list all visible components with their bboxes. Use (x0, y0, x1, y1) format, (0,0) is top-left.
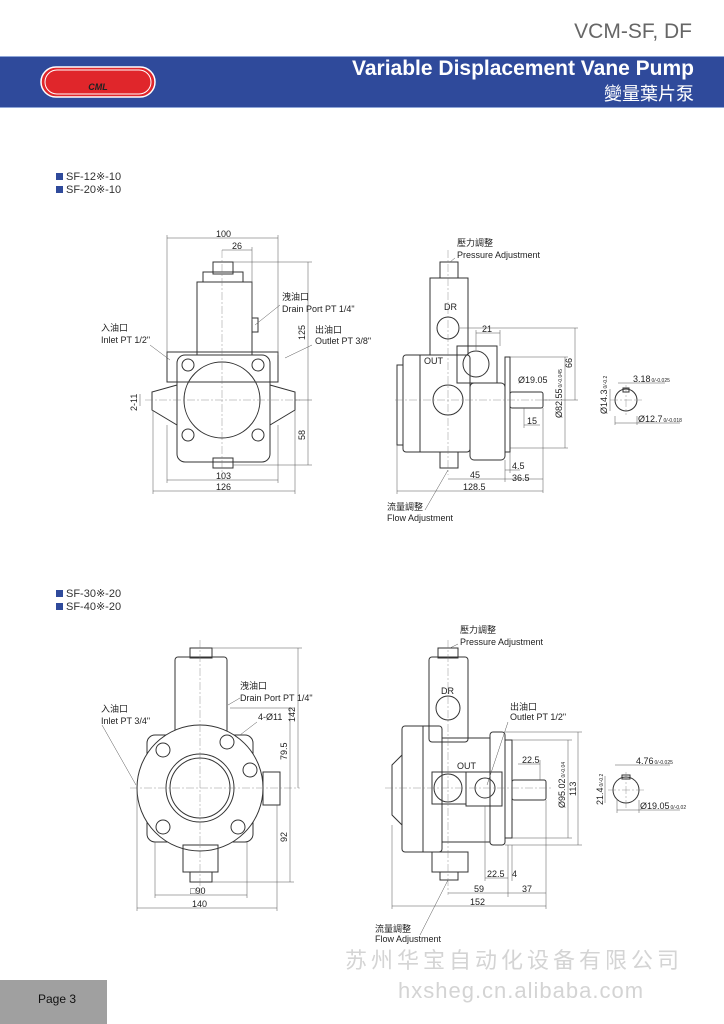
page-footer: Page 3 (0, 980, 107, 1024)
model-item: SF-30※-20 (56, 588, 121, 601)
svg-text:Outlet PT 1/2": Outlet PT 1/2" (510, 712, 566, 722)
svg-text:Flow Adjustment: Flow Adjustment (375, 934, 442, 944)
svg-text:58: 58 (297, 430, 307, 440)
model-item: SF-20※-10 (56, 184, 121, 197)
svg-text:4.760/-0.025: 4.760/-0.025 (636, 756, 673, 766)
svg-text:4-Ø11: 4-Ø11 (258, 712, 282, 722)
header-band: CML Variable Displacement Vane Pump 變量葉片… (0, 56, 724, 108)
svg-text:壓力調整: 壓力調整 (457, 237, 493, 248)
svg-text:出油口: 出油口 (315, 324, 342, 335)
model-name: VCM-SF, DF (574, 20, 692, 43)
cml-logo: CML (40, 66, 156, 98)
svg-text:22.5: 22.5 (522, 755, 540, 765)
svg-text:CML: CML (88, 82, 108, 92)
svg-text:OUT: OUT (457, 761, 477, 771)
svg-text:洩油口: 洩油口 (282, 291, 309, 302)
svg-text:4: 4 (512, 869, 517, 879)
svg-text:DR: DR (444, 302, 457, 312)
s2-shaft-section: 4.760/-0.025 21.40/-0.2 Ø19.050/-0.02 (595, 756, 686, 813)
svg-text:15: 15 (527, 416, 537, 426)
svg-text:入油口: 入油口 (101, 703, 128, 714)
svg-text:113: 113 (568, 782, 578, 796)
svg-text:Inlet PT 1/2": Inlet PT 1/2" (101, 335, 150, 345)
svg-text:92: 92 (279, 832, 289, 842)
svg-text:DR: DR (441, 686, 454, 696)
page-number: Page 3 (38, 992, 77, 1006)
svg-text:流量調整: 流量調整 (387, 501, 423, 512)
svg-text:Pressure Adjustment: Pressure Adjustment (457, 250, 541, 260)
svg-text:Ø12.70/-0.018: Ø12.70/-0.018 (638, 414, 682, 424)
svg-text:152: 152 (470, 897, 485, 907)
model-item: SF-12※-10 (56, 171, 121, 184)
svg-text:59: 59 (474, 884, 484, 894)
s1-shaft-section: 3.180/-0.025 Ø14.30/-0.2 Ø12.70/-0.018 (599, 374, 682, 425)
svg-text:22.5: 22.5 (487, 869, 505, 879)
svg-text:出油口: 出油口 (510, 701, 537, 712)
svg-text:126: 126 (216, 482, 231, 492)
s1-side-view: DR OUT 21 66 Ø82.550/-0.045 Ø19.05 15 4.… (387, 237, 578, 523)
svg-text:Ø19.05: Ø19.05 (518, 375, 548, 385)
svg-text:37: 37 (522, 884, 532, 894)
s1-front-view: 100 26 125 58 2-11 103 126 洩油口 Drain Por… (101, 229, 371, 494)
svg-text:66: 66 (564, 358, 574, 368)
watermark-site: hxsheg.cn.alibaba.com (398, 978, 645, 1003)
svg-text:Drain Port PT 1/4": Drain Port PT 1/4" (282, 304, 355, 314)
svg-text:142: 142 (287, 707, 297, 722)
svg-text:洩油口: 洩油口 (240, 680, 267, 691)
svg-text:Flow Adjustment: Flow Adjustment (387, 513, 454, 523)
svg-text:流量調整: 流量調整 (375, 923, 411, 934)
svg-text:Ø14.30/-0.2: Ø14.30/-0.2 (599, 375, 609, 414)
watermark-company: 苏州华宝自动化设备有限公司 (345, 948, 684, 973)
svg-text:26: 26 (232, 241, 242, 251)
svg-text:Pressure Adjustment: Pressure Adjustment (460, 637, 544, 647)
section1-models: SF-12※-10 SF-20※-10 (56, 171, 121, 197)
s2-front-view: 142 79.5 92 □90 140 4-Ø11 洩油口 Drain Port… (101, 640, 313, 911)
svg-text:Outlet PT 3/8": Outlet PT 3/8" (315, 336, 371, 346)
section2-models: SF-30※-20 SF-40※-20 (56, 588, 121, 614)
svg-text:125: 125 (297, 325, 307, 340)
svg-text:□90: □90 (190, 886, 205, 896)
svg-text:140: 140 (192, 899, 207, 909)
svg-text:Ø19.050/-0.02: Ø19.050/-0.02 (640, 801, 686, 811)
svg-text:Inlet PT 3/4": Inlet PT 3/4" (101, 716, 150, 726)
model-item: SF-40※-20 (56, 601, 121, 614)
svg-text:79.5: 79.5 (279, 742, 289, 760)
svg-text:壓力調整: 壓力調整 (460, 624, 496, 635)
svg-text:36.5: 36.5 (512, 473, 530, 483)
svg-text:入油口: 入油口 (101, 322, 128, 333)
svg-text:21.40/-0.2: 21.40/-0.2 (595, 773, 605, 805)
svg-text:OUT: OUT (424, 356, 444, 366)
svg-text:45: 45 (470, 470, 480, 480)
s2-side-view: DR OUT 22.5 Ø95.020/-0.04 113 22.5 4 59 … (375, 624, 582, 944)
svg-text:Ø82.550/-0.045: Ø82.550/-0.045 (554, 369, 564, 418)
svg-text:100: 100 (216, 229, 231, 239)
page-subtitle: 變量葉片泵 (604, 84, 694, 104)
svg-text:Drain Port PT 1/4": Drain Port PT 1/4" (240, 693, 313, 703)
page-title: Variable Displacement Vane Pump (352, 57, 694, 80)
svg-text:128.5: 128.5 (463, 482, 486, 492)
svg-text:21: 21 (482, 324, 492, 334)
svg-text:3.180/-0.025: 3.180/-0.025 (633, 374, 670, 384)
svg-text:103: 103 (216, 471, 231, 481)
svg-text:Ø95.020/-0.04: Ø95.020/-0.04 (557, 762, 567, 808)
svg-text:4.5: 4.5 (512, 461, 525, 471)
svg-text:2-11: 2-11 (129, 394, 139, 411)
